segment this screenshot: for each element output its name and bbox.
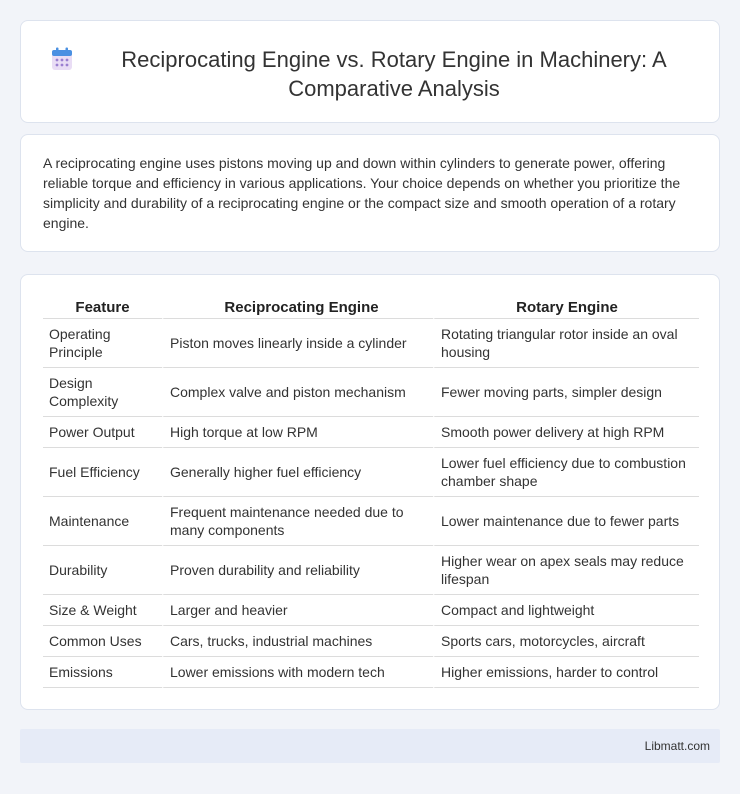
header-feature: Feature (43, 297, 162, 319)
reciprocating-cell: Generally higher fuel efficiency (162, 448, 433, 497)
title-wrap: Reciprocating Engine vs. Rotary Engine i… (21, 21, 719, 103)
feature-cell: Durability (43, 546, 162, 595)
feature-cell: Common Uses (43, 626, 162, 657)
table-row: Design Complexity Complex valve and pist… (43, 368, 699, 417)
reciprocating-cell: Proven durability and reliability (162, 546, 433, 595)
page-title: Reciprocating Engine vs. Rotary Engine i… (121, 47, 667, 101)
reciprocating-cell: Complex valve and piston mechanism (162, 368, 433, 417)
rotary-cell: Compact and lightweight (433, 595, 699, 626)
table-row: Fuel Efficiency Generally higher fuel ef… (43, 448, 699, 497)
rotary-cell: Higher wear on apex seals may reduce lif… (433, 546, 699, 595)
footer-site-link[interactable]: Libmatt.com (644, 739, 710, 753)
title-card: Reciprocating Engine vs. Rotary Engine i… (20, 20, 720, 123)
feature-cell: Size & Weight (43, 595, 162, 626)
comparison-table: Feature Reciprocating Engine Rotary Engi… (43, 297, 699, 688)
feature-cell: Emissions (43, 657, 162, 688)
feature-cell: Fuel Efficiency (43, 448, 162, 497)
table-row: Durability Proven durability and reliabi… (43, 546, 699, 595)
table-row: Common Uses Cars, trucks, industrial mac… (43, 626, 699, 657)
reciprocating-cell: Frequent maintenance needed due to many … (162, 497, 433, 546)
rotary-cell: Lower maintenance due to fewer parts (433, 497, 699, 546)
feature-cell: Maintenance (43, 497, 162, 546)
header-rotary: Rotary Engine (433, 297, 699, 319)
rotary-cell: Sports cars, motorcycles, aircraft (433, 626, 699, 657)
feature-cell: Power Output (43, 417, 162, 448)
table-row: Emissions Lower emissions with modern te… (43, 657, 699, 688)
footer: Libmatt.com (20, 729, 720, 763)
intro-paragraph: A reciprocating engine uses pistons movi… (43, 155, 681, 231)
feature-cell: Operating Principle (43, 319, 162, 368)
calendar-icon (51, 47, 73, 71)
table-header-row: Feature Reciprocating Engine Rotary Engi… (43, 297, 699, 319)
rotary-cell: Fewer moving parts, simpler design (433, 368, 699, 417)
reciprocating-cell: High torque at low RPM (162, 417, 433, 448)
intro-card: A reciprocating engine uses pistons movi… (20, 134, 720, 252)
reciprocating-cell: Lower emissions with modern tech (162, 657, 433, 688)
reciprocating-cell: Piston moves linearly inside a cylinder (162, 319, 433, 368)
comparison-card: Feature Reciprocating Engine Rotary Engi… (20, 274, 720, 710)
rotary-cell: Higher emissions, harder to control (433, 657, 699, 688)
table-row: Maintenance Frequent maintenance needed … (43, 497, 699, 546)
reciprocating-cell: Cars, trucks, industrial machines (162, 626, 433, 657)
table-row: Operating Principle Piston moves linearl… (43, 319, 699, 368)
rotary-cell: Rotating triangular rotor inside an oval… (433, 319, 699, 368)
reciprocating-cell: Larger and heavier (162, 595, 433, 626)
rotary-cell: Smooth power delivery at high RPM (433, 417, 699, 448)
rotary-cell: Lower fuel efficiency due to combustion … (433, 448, 699, 497)
table-row: Size & Weight Larger and heavier Compact… (43, 595, 699, 626)
table-row: Power Output High torque at low RPM Smoo… (43, 417, 699, 448)
feature-cell: Design Complexity (43, 368, 162, 417)
header-reciprocating: Reciprocating Engine (162, 297, 433, 319)
